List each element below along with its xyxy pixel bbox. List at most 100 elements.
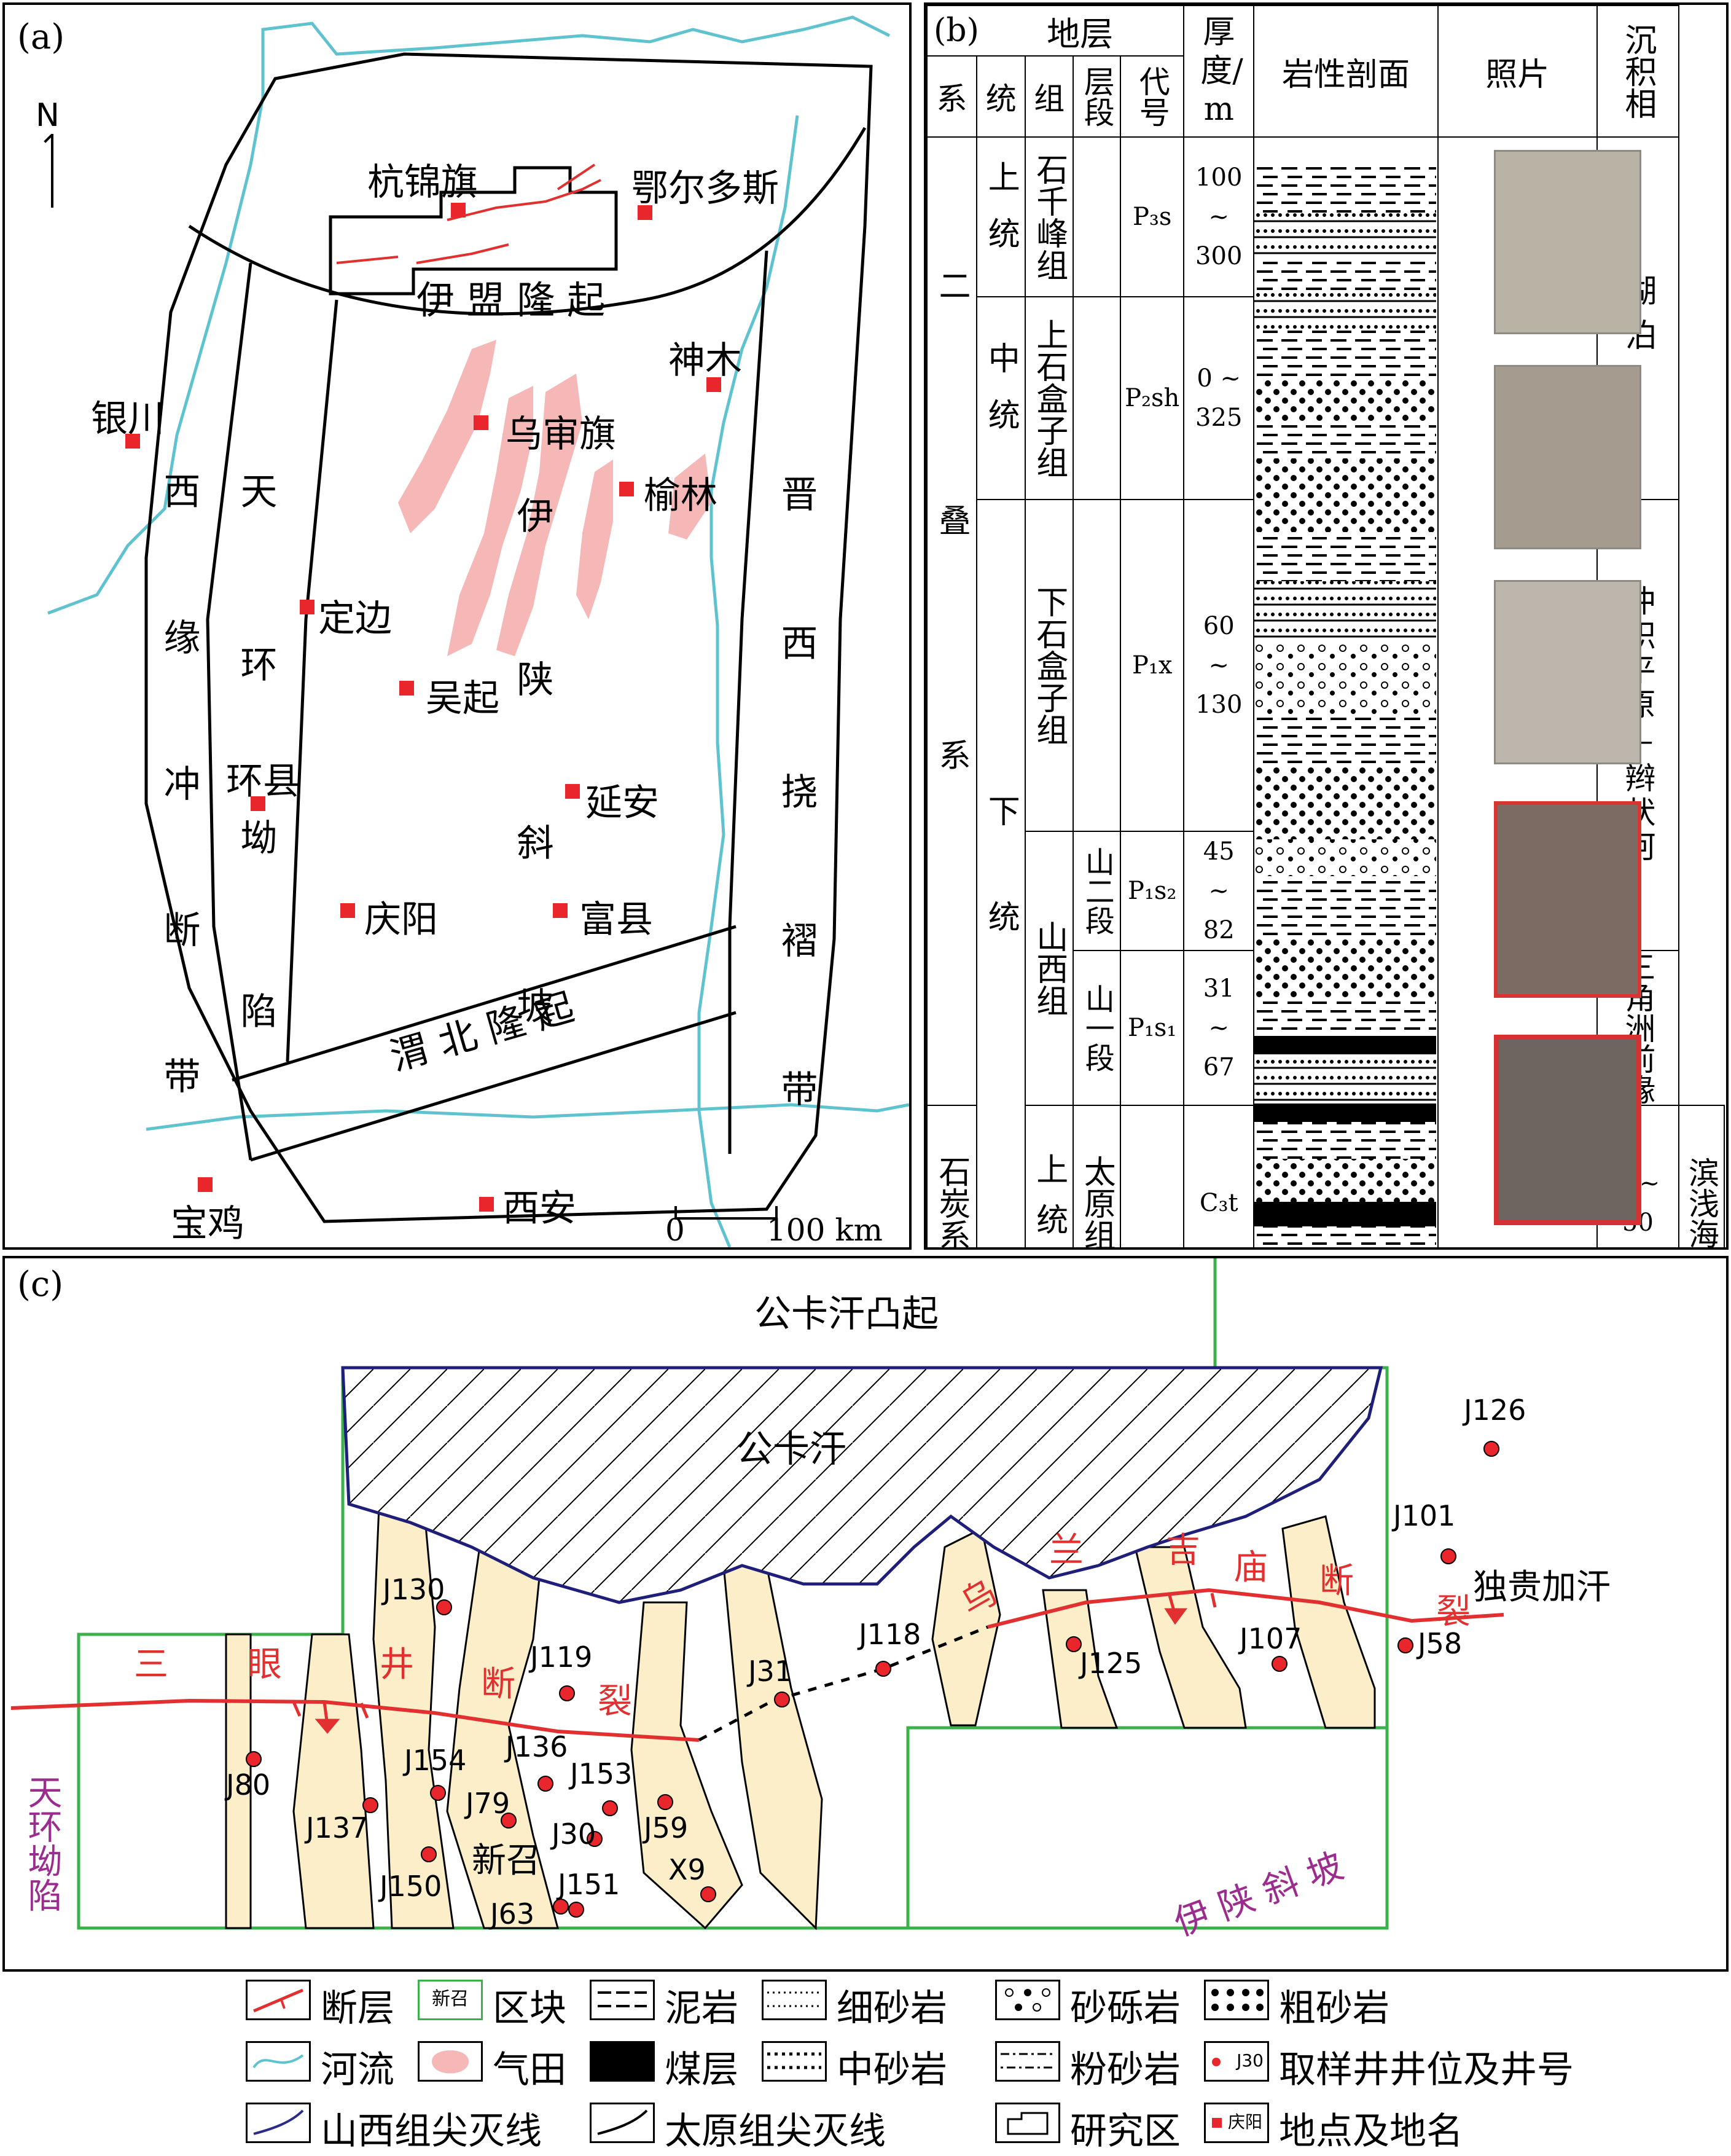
well-j80: J80 [226,1768,271,1801]
fault-north-2: 兰 [1049,1531,1084,1570]
series-middle-text: 中统 [982,342,1020,455]
well-j150: J150 [380,1870,442,1903]
well-j58: J58 [1418,1627,1463,1660]
north-label: N [36,97,60,134]
place-wuqi-marker [399,681,414,696]
formation-shiqianfeng: 石千峰组 [1025,136,1074,297]
code-p3s: P₃s [1120,136,1185,297]
fault-south-2: 眼 [248,1645,282,1685]
panel-c-svg [10,1258,1504,1931]
thickness-3-text: 60 ~ 130 [1195,612,1243,719]
well-j126: J126 [1464,1394,1526,1427]
place-icon: 庆阳 [1204,2103,1269,2143]
xiyuan-label: 西 缘 冲 断 带 [157,472,200,1127]
facies-shallow-sea: 滨浅海 [1678,1105,1725,1247]
silt-icon [995,2041,1060,2082]
gravel-sand-icon [995,1980,1060,2020]
well-markers [246,1441,1499,1918]
place-baoji: 宝鸡 [171,1202,244,1245]
jinxi-label: 晋 西 挠 褶 带 [775,475,818,1141]
legend-well-text: 取样井井位及井号 [1279,2048,1574,2091]
code-header-text: 代号 [1134,66,1170,127]
code-c3t: C₃t [1183,1105,1255,1247]
place-yinchuan: 银川 [91,398,165,441]
block-dugui: 独贵加汗 [1473,1567,1611,1607]
member-empty-3 [1073,499,1122,832]
well-j31: J31 [748,1655,793,1688]
panel-c-label: (c) [17,1264,64,1304]
strata-header-text: 地层 [1047,14,1114,53]
well-j130: J130 [383,1573,445,1606]
mudstone-icon [590,1980,655,2020]
fine-sand-icon [762,1980,827,2020]
tianhuan-west [206,262,252,1161]
well-j118: J118 [859,1618,921,1651]
shanxi-line-icon [246,2103,311,2143]
photo-column [1437,136,1641,1247]
thickness-5-text: 31 ~ 67 [1203,974,1235,1081]
gongkahan-label: 公卡汗 [736,1428,846,1471]
place-wuqi: 吴起 [426,677,499,720]
tianhuan-label: 天 环 坳 陷 [234,472,277,1075]
well-x9: X9 [668,1853,706,1886]
lithology-column [1253,136,1439,1247]
formation-upper-shihezi-text: 上石盒子组 [1030,318,1068,478]
uplift-label: 公卡汗凸起 [754,1293,939,1336]
legend-river-text: 河流 [321,2048,394,2091]
lithology-svg [1254,163,1437,1247]
place-wushenqi-marker [474,415,488,430]
well-j119: J119 [530,1641,593,1674]
photo-header: 照片 [1437,5,1598,138]
thickness-3: 60 ~ 130 [1183,499,1255,832]
code-p2sh: P₂sh [1120,296,1185,500]
legend-medium-sand-text: 中砂岩 [837,2048,947,2091]
place-baoji-marker [198,1177,213,1192]
block-xinzhao: 新召 [472,1841,541,1881]
place-ordos: 鄂尔多斯 [631,167,779,210]
thickness-4: 45 ~ 82 [1183,831,1255,951]
well-j63: J63 [490,1897,535,1931]
system-header: 系 [926,55,977,138]
series-upper: 上统 [975,136,1026,297]
core-photo-5 [1493,1035,1641,1225]
place-huanxian: 环县 [226,760,300,803]
place-xian: 西安 [502,1187,576,1230]
thickness-header: 厚度/m [1183,5,1255,138]
strat-table: (b) 地层 厚度/m 岩性剖面 照片 沉积相 系 统 组 层段 代号 二叠系 … [926,5,1725,1247]
sand-bodies [225,1491,1376,1931]
member-empty-6 [1120,1105,1185,1247]
formation-shiqianfeng-text: 石千峰组 [1030,153,1068,281]
code-p1x: P₁x [1120,499,1185,832]
legend-block-text: 区块 [493,1987,566,2030]
study-area-icon [995,2103,1060,2143]
series-lower-text: 下统 [982,794,1020,1006]
member-shan2: 山二段 [1073,831,1122,951]
well-j107: J107 [1240,1622,1302,1655]
block-swatch-text: 新召 [432,1988,469,2010]
legend-coarse-sand-text: 粗砂岩 [1279,1987,1389,2030]
yishan-label: 伊 陕 斜 坡 [510,496,553,1065]
well-j154: J154 [404,1744,467,1777]
lithology-header: 岩性剖面 [1253,5,1439,138]
place-shenmu: 神木 [668,339,742,382]
sanyanjing-fault-dash [698,1625,988,1742]
place-yulin-marker [619,482,634,496]
legend-mudstone-text: 泥岩 [665,1987,738,2030]
place-fuxian-marker [553,903,568,918]
series-header: 统 [975,55,1026,138]
yellow-river [47,15,891,615]
basin-outline [144,52,873,1223]
code-p1s2: P₁s₂ [1120,831,1185,951]
place-yulin: 榆林 [644,474,717,517]
scale-bar [674,1206,778,1220]
core-photo-2 [1493,365,1641,549]
code-p1s1: P₁s₁ [1120,950,1185,1106]
legend-gas-field-text: 气田 [493,2048,566,2091]
place-dingbian: 定边 [318,597,392,640]
thickness-2: 0 ~ 325 [1183,296,1255,500]
well-j151: J151 [558,1868,620,1901]
formation-taiyuan: 太原组 [1073,1105,1122,1247]
sanyanjing-fault [10,1698,700,1742]
fault-ticks [292,1593,1217,1734]
fault-south-4: 断 [481,1664,515,1704]
